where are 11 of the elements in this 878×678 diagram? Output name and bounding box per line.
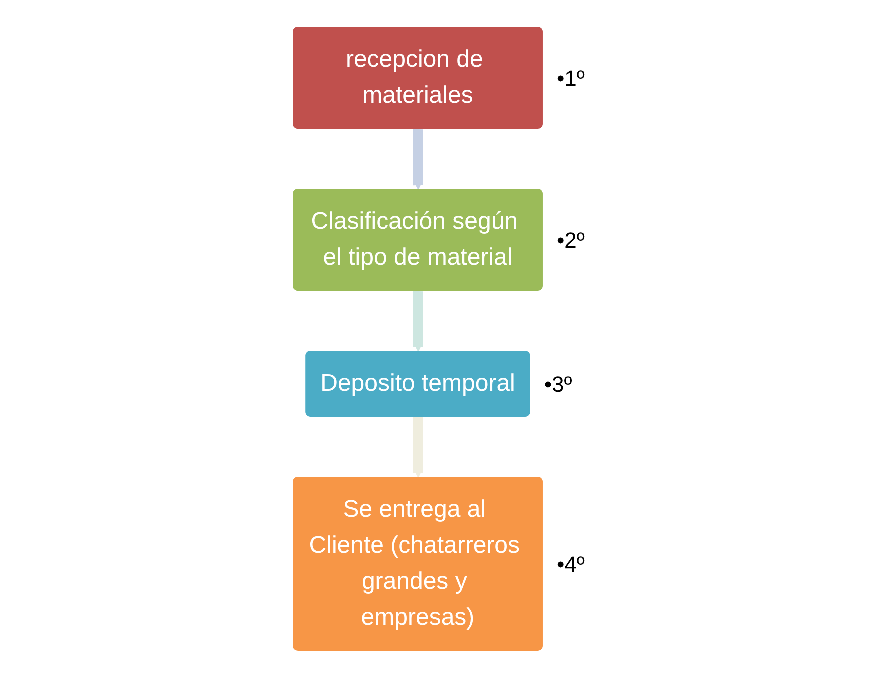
arrow [412, 129, 424, 190]
step-number: •3º [544, 372, 572, 397]
node-box: Clasificación según el tipo de material [292, 189, 543, 291]
step-number: •4º [556, 552, 585, 577]
node-box: recepcion de materiales [292, 27, 543, 129]
step-number: •1º [556, 66, 585, 91]
node-box: Deposito temporal [305, 351, 530, 417]
arrow [412, 291, 424, 352]
node-box: Se entrega al Cliente (chatarreros grandes y empresas) [292, 476, 543, 651]
arrow [412, 417, 424, 478]
step-number: •2º [556, 228, 585, 253]
